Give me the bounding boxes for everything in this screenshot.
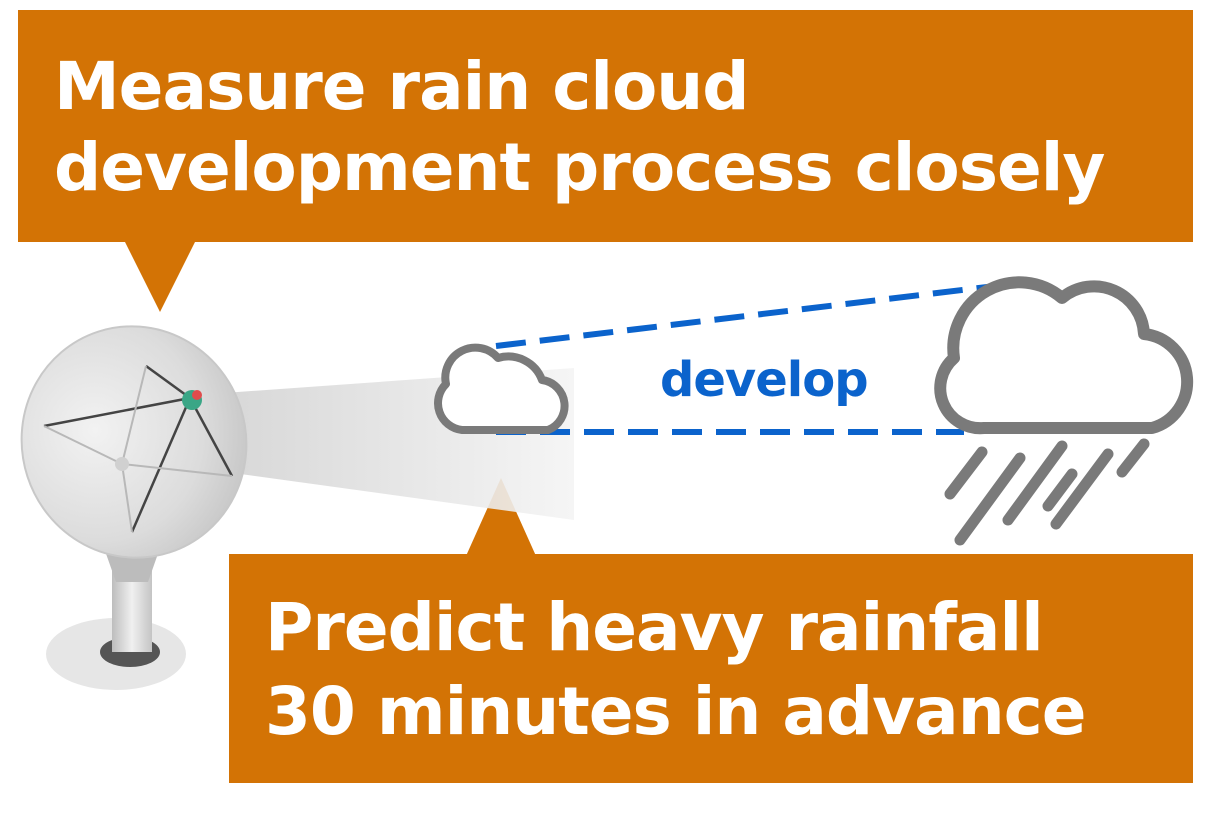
top-callout-line-1: Measure rain cloud xyxy=(54,48,750,125)
radar-dish-icon xyxy=(20,325,248,690)
bottom-callout: Predict heavy rainfall 30 minutes in adv… xyxy=(229,554,1193,783)
small-cloud-icon xyxy=(434,343,569,434)
rain-cloud-icon xyxy=(934,276,1194,546)
bottom-callout-line-1: Predict heavy rainfall xyxy=(265,589,1044,666)
bottom-callout-pointer xyxy=(466,478,536,556)
top-callout: Measure rain cloud development process c… xyxy=(18,10,1193,242)
develop-upper-dashed-line xyxy=(495,281,1013,349)
develop-label: develop xyxy=(660,352,869,408)
top-callout-line-2: development process closely xyxy=(54,129,1105,206)
top-callout-pointer xyxy=(124,240,196,312)
bottom-callout-line-2: 30 minutes in advance xyxy=(265,673,1087,750)
